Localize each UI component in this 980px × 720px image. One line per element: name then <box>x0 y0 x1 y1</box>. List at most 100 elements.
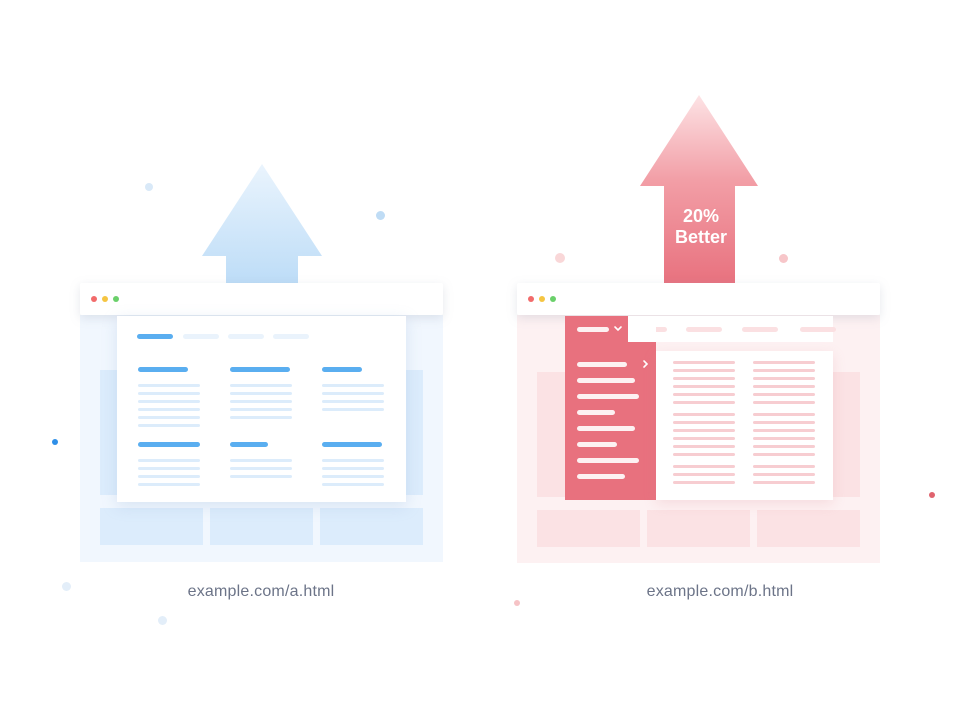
submenu-line <box>673 445 735 448</box>
submenu-line <box>673 377 735 380</box>
submenu-line <box>753 401 815 404</box>
nav-tab <box>273 334 309 339</box>
submenu-line <box>673 473 735 476</box>
menu-line <box>138 467 200 470</box>
submenu-line <box>753 473 815 476</box>
window-titlebar <box>80 283 443 315</box>
menu-line <box>138 475 200 478</box>
menu-line <box>322 400 384 403</box>
submenu-line <box>753 385 815 388</box>
submenu-line <box>673 465 735 468</box>
close-dot <box>528 296 534 302</box>
submenu-line <box>673 361 735 364</box>
submenu-line <box>753 445 815 448</box>
nav-tab <box>742 327 778 332</box>
chevron-down-icon <box>614 326 622 332</box>
menu-line <box>230 392 292 395</box>
browser-window-b <box>517 283 880 563</box>
up-arrow-icon <box>640 95 758 285</box>
menu-line <box>322 475 384 478</box>
menu-item[interactable] <box>577 362 627 367</box>
improvement-text: Better <box>674 227 727 247</box>
submenu-line <box>673 385 735 388</box>
menu-heading <box>138 367 188 372</box>
menu-line <box>138 424 200 427</box>
menu-line <box>322 467 384 470</box>
window-titlebar <box>517 283 880 315</box>
submenu-panel <box>656 351 833 500</box>
menu-item[interactable] <box>577 458 639 463</box>
dropdown-menu-notch <box>628 316 656 342</box>
card-block <box>647 510 750 547</box>
decor-dot <box>779 254 788 263</box>
browser-window-a <box>80 283 443 562</box>
decor-dot <box>555 253 565 263</box>
decor-dot <box>145 183 153 191</box>
menu-heading <box>138 442 200 447</box>
nav-tab <box>686 327 722 332</box>
nav-tab <box>183 334 219 339</box>
submenu-line <box>753 429 815 432</box>
menu-heading <box>230 442 268 447</box>
menu-line <box>230 467 292 470</box>
menu-line <box>230 416 292 419</box>
up-arrow-icon <box>202 164 322 286</box>
submenu-line <box>753 481 815 484</box>
menu-line <box>138 392 200 395</box>
menu-line <box>138 483 200 486</box>
menu-line <box>322 483 384 486</box>
submenu-line <box>673 437 735 440</box>
menu-item[interactable] <box>577 426 635 431</box>
decor-dot <box>514 600 520 606</box>
menu-item[interactable] <box>577 378 635 383</box>
nav-tab <box>800 327 836 332</box>
submenu-line <box>753 369 815 372</box>
menu-heading <box>322 367 362 372</box>
submenu-line <box>753 361 815 364</box>
submenu-line <box>673 481 735 484</box>
submenu-line <box>753 465 815 468</box>
menu-item[interactable] <box>577 410 615 415</box>
menu-item[interactable] <box>577 394 639 399</box>
dropdown-label <box>577 327 609 332</box>
submenu-line <box>673 393 735 396</box>
improvement-label: 20% Better <box>661 206 741 248</box>
submenu-line <box>753 421 815 424</box>
menu-line <box>230 459 292 462</box>
submenu-line <box>673 401 735 404</box>
submenu-line <box>673 413 735 416</box>
minimize-dot <box>539 296 545 302</box>
submenu-line <box>753 393 815 396</box>
url-label-a: example.com/a.html <box>187 583 335 600</box>
submenu-line <box>753 437 815 440</box>
menu-heading <box>322 442 382 447</box>
url-label-b: example.com/b.html <box>646 583 794 600</box>
menu-item[interactable] <box>577 442 617 447</box>
menu-line <box>230 408 292 411</box>
menu-line <box>322 384 384 387</box>
menu-line <box>230 475 292 478</box>
maximize-dot <box>113 296 119 302</box>
menu-line <box>322 408 384 411</box>
menu-item[interactable] <box>577 474 625 479</box>
improvement-percent: 20% <box>682 206 720 226</box>
menu-line <box>322 459 384 462</box>
nav-tab <box>228 334 264 339</box>
submenu-line <box>753 413 815 416</box>
decor-dot <box>62 582 71 591</box>
close-dot <box>91 296 97 302</box>
dropdown-menu[interactable] <box>565 316 656 500</box>
menu-heading <box>230 367 290 372</box>
menu-line <box>138 416 200 419</box>
card-block <box>757 510 860 547</box>
card-block <box>210 508 313 545</box>
chevron-right-icon <box>643 360 649 368</box>
decor-dot <box>158 616 167 625</box>
submenu-line <box>673 429 735 432</box>
nav-tab-active <box>137 334 173 339</box>
menu-line <box>138 408 200 411</box>
maximize-dot <box>550 296 556 302</box>
submenu-line <box>753 377 815 380</box>
mega-menu-panel <box>117 316 406 502</box>
menu-line <box>230 400 292 403</box>
